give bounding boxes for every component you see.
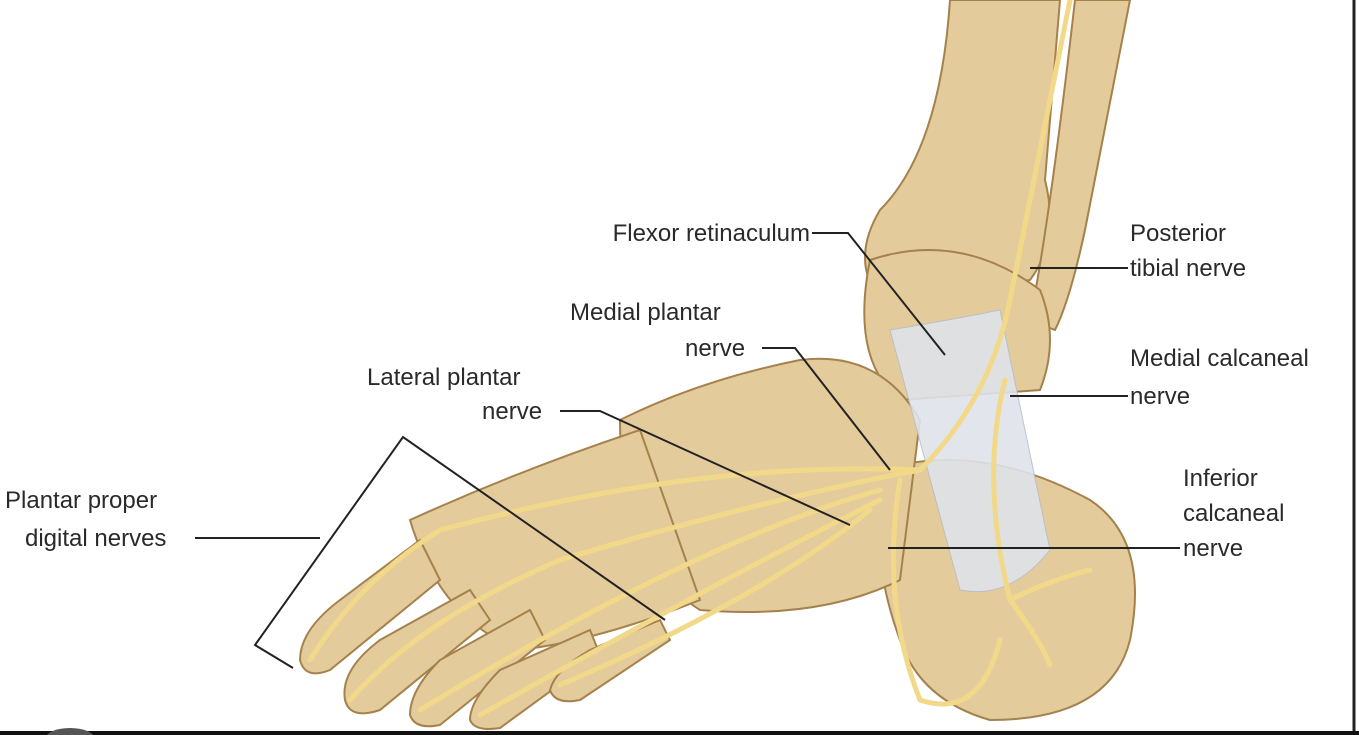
nerves — [307, 0, 1093, 718]
label-medial-plantar-2: nerve — [685, 335, 746, 362]
bracket-plantar-digital — [253, 435, 666, 669]
label-posterior-tibial-2: tibial nerve — [1130, 255, 1247, 282]
medial-plantar-nerve — [307, 466, 923, 663]
label-lateral-plantar-1: Lateral plantar — [367, 364, 521, 391]
leader-medial-plantar — [762, 347, 891, 471]
label-inferior-calcaneal-3: nerve — [1183, 535, 1244, 562]
flexor-retinaculum-band — [889, 309, 1051, 593]
posterior-tibial-nerve — [917, 0, 1073, 473]
label-medial-calcaneal-1: Medial calcaneal — [1130, 345, 1309, 372]
medial-calcaneal-nerve — [991, 377, 1013, 603]
overlay-circle — [47, 728, 93, 735]
label-inferior-calcaneal-2: calcaneal — [1183, 500, 1285, 527]
label-plantar-digital-1: Plantar proper — [5, 487, 158, 514]
leader-lines — [195, 232, 1180, 669]
leader-flexor-retinaculum — [812, 232, 946, 356]
inferior-calcaneal-nerve — [890, 477, 1003, 707]
label-inferior-calcaneal-1: Inferior — [1183, 465, 1258, 492]
label-medial-calcaneal-2: nerve — [1130, 383, 1191, 410]
label-posterior-tibial-1: Posterior — [1130, 220, 1227, 247]
label-lateral-plantar-2: nerve — [482, 398, 543, 425]
label-flexor-retinaculum: Flexor retinaculum — [612, 220, 810, 247]
label-medial-plantar-1: Medial plantar — [570, 299, 721, 326]
bottom-bar — [0, 731, 1359, 735]
leader-lateral-plantar — [560, 410, 851, 526]
label-plantar-digital-2: digital nerves — [25, 525, 167, 552]
toe-1 — [298, 538, 442, 675]
lateral-plantar-nerve — [347, 467, 923, 703]
toe-2 — [343, 588, 492, 715]
